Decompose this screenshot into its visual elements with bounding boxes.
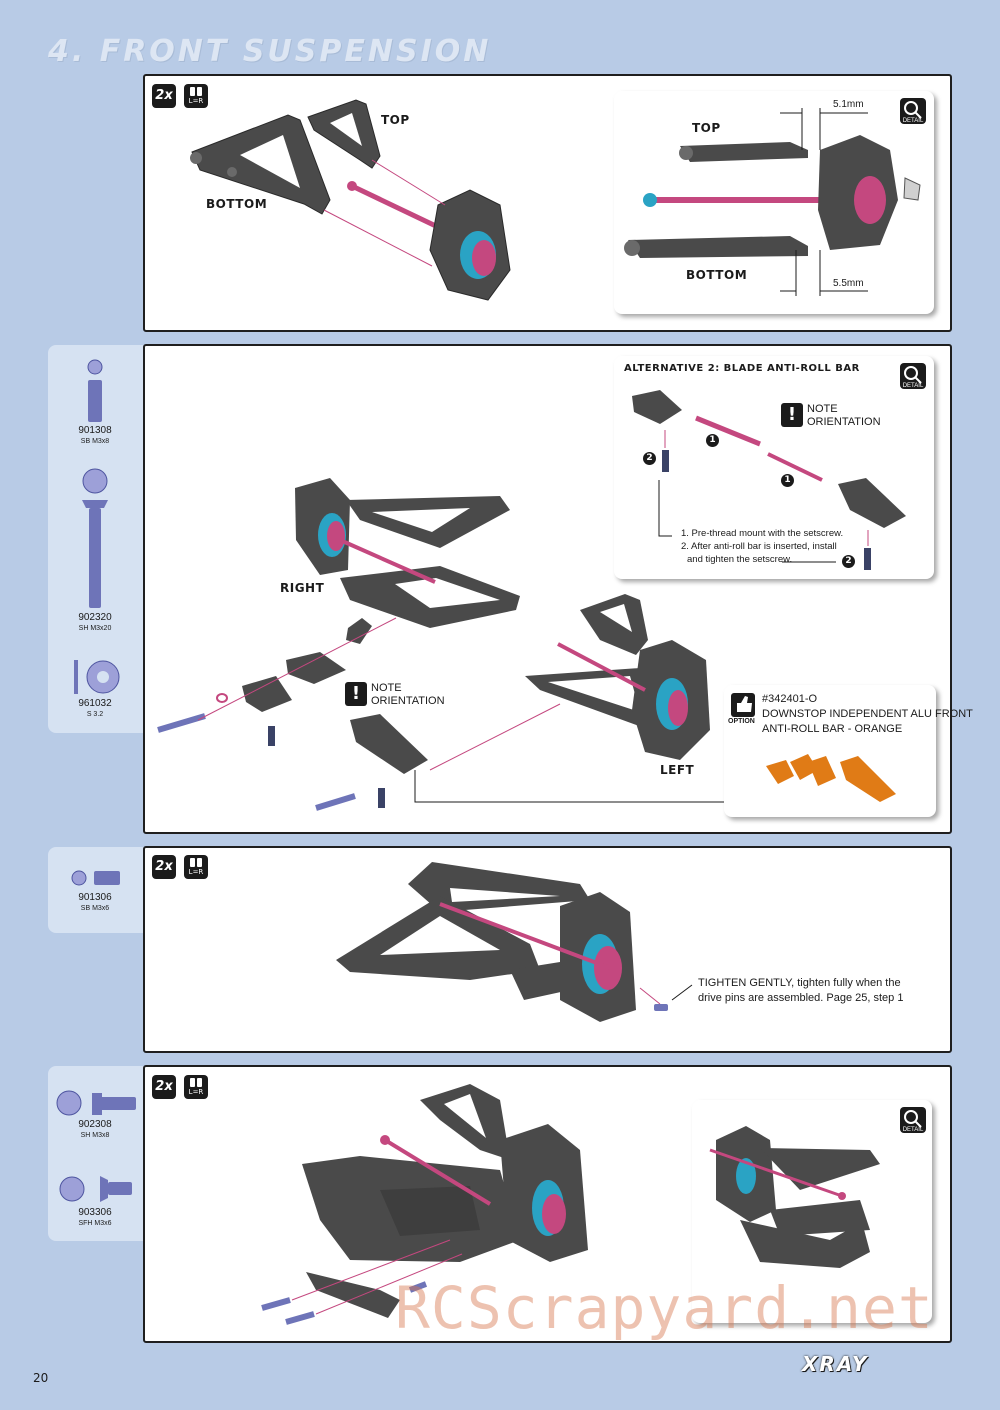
detail-label: DETAIL xyxy=(902,1127,924,1133)
count-badge: 2x xyxy=(152,1075,176,1099)
right-suspension-icon xyxy=(295,478,520,628)
part-size: S 3.2 xyxy=(86,711,104,718)
part-code: 902320 xyxy=(78,612,112,623)
left-label: LEFT xyxy=(660,763,695,777)
left-right-same-badge: L=R xyxy=(184,855,208,879)
left-suspension-icon xyxy=(525,594,710,760)
part-code: 902308 xyxy=(78,1119,112,1130)
screw-sh-m3x20-icon xyxy=(82,468,108,608)
step-number-1: 1 xyxy=(706,434,719,447)
part-size: SH M3x8 xyxy=(80,1132,110,1139)
screw-sb-m3x6-icon xyxy=(71,870,120,886)
part-size: SFH M3x6 xyxy=(78,1220,112,1227)
left-right-same-badge: L=R xyxy=(184,1075,208,1099)
bottom-arm-icon xyxy=(190,114,331,215)
top-arm-label: TOP xyxy=(381,113,410,127)
watermark: RCScrapyard.net xyxy=(395,1274,934,1342)
brand-logo: XRAY xyxy=(802,1352,869,1376)
detail-label: DETAIL xyxy=(902,118,924,124)
detail-label: DETAIL xyxy=(902,383,924,389)
part-code: 961032 xyxy=(78,698,112,709)
detail-top-label: TOP xyxy=(692,121,721,135)
right-label: RIGHT xyxy=(280,581,325,595)
part-code: 901308 xyxy=(78,425,112,436)
dimension-bottom: 5.5mm xyxy=(833,278,864,289)
option-description: #342401-O DOWNSTOP INDEPENDENT ALU FRONT… xyxy=(762,693,973,735)
bottom-arm-label: BOTTOM xyxy=(206,197,268,211)
detail-bottom-label: BOTTOM xyxy=(686,268,748,282)
step-number-2: 2 xyxy=(643,452,656,465)
shim-s3-2-icon xyxy=(74,660,120,694)
part-size: SH M3x20 xyxy=(78,625,112,632)
screw-sb-m3x8-icon xyxy=(87,359,103,422)
steering-knuckle-icon xyxy=(429,189,511,301)
step-number-1: 1 xyxy=(781,474,794,487)
tighten-note: TIGHTEN GENTLY, tighten fully when the d… xyxy=(698,977,904,1004)
option-box xyxy=(724,685,936,817)
screw-sh-m3x8-icon xyxy=(56,1090,136,1116)
note-icon: ! xyxy=(345,682,367,706)
part-size: SB M3x6 xyxy=(80,905,110,912)
alternative-note-icon: ! xyxy=(781,403,803,427)
alternative-instructions: 1. Pre-thread mount with the setscrew. 2… xyxy=(681,528,844,565)
part-code: 901306 xyxy=(78,892,112,903)
left-right-same-badge: L=R xyxy=(184,84,208,108)
page-number: 20 xyxy=(33,1371,49,1385)
part-code: 903306 xyxy=(78,1207,112,1218)
alternative-title: ALTERNATIVE 2: BLADE ANTI-ROLL BAR xyxy=(624,363,860,374)
screw-sfh-m3x6-icon xyxy=(59,1176,132,1202)
part-size: SB M3x8 xyxy=(80,438,110,445)
step3-parts-bar xyxy=(48,847,145,933)
dimension-top: 5.1mm xyxy=(833,99,864,110)
count-badge: 2x xyxy=(152,84,176,108)
count-badge: 2x xyxy=(152,855,176,879)
step-number-2: 2 xyxy=(842,555,855,568)
option-label: OPTION xyxy=(728,718,755,725)
page-title: 4. FRONT SUSPENSION xyxy=(48,34,492,69)
